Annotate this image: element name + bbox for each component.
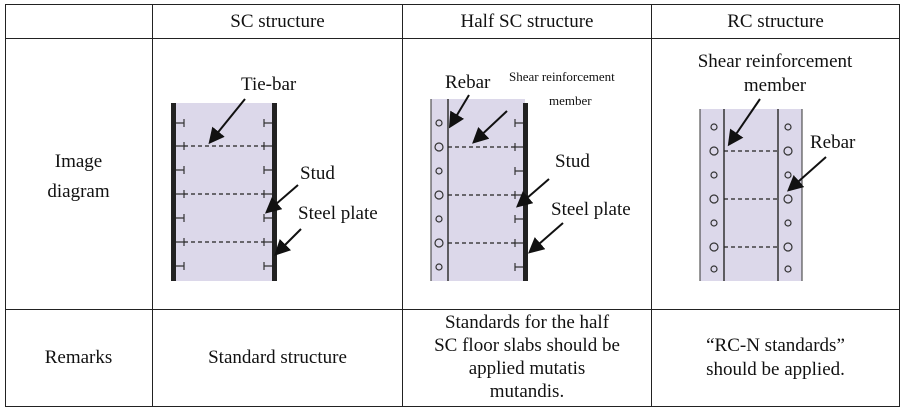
half-sc-label-steel-plate: Steel plate [551,199,631,220]
header-half-sc-structure: Half SC structure [460,11,594,32]
rc-label-rebar: Rebar [810,132,856,153]
remarks-half-sc: Standards for the half SC floor slabs sh… [403,311,651,403]
half-sc-arrow-stud [515,178,550,208]
sc-steel-plate-right [272,103,277,281]
rc-structure-diagram: Shear reinforcement member Rebar [698,51,856,281]
half-sc-arrow-steel-plate [527,222,564,254]
remarks-rc: “RC-N standards” should be applied. [652,334,899,382]
half-sc-structure-diagram: Rebar Shear reinforcement member Stud St… [430,69,631,281]
half-sc-label-rebar: Rebar [445,72,491,93]
remarks-rc-line2: should be applied. [706,359,845,380]
table-border-left [5,4,6,407]
rc-label-shear-line1: Shear reinforcement [698,51,853,72]
sc-arrow-stud [264,184,299,214]
rc-shear-members [724,150,778,248]
sc-arrow-tie-bar [208,98,246,145]
table-border-top [5,4,900,5]
comparison-table: SC structure Half SC structure RC struct… [5,4,900,407]
sc-steel-plate-left [171,103,176,281]
half-sc-arrow-shear [472,110,508,144]
rc-arrow-rebar [787,156,827,192]
header-rc-structure: RC structure [727,11,824,32]
remarks-rc-line1: “RC-N standards” [706,335,845,356]
column-divider-3 [651,4,652,407]
column-divider-2 [402,4,403,407]
half-sc-concrete-panel [431,99,525,281]
remarks-half-sc-line4: mutandis. [489,381,565,402]
sc-label-stud: Stud [300,163,335,184]
half-sc-steel-plate [523,103,528,281]
half-sc-label-shear-line2: member [549,93,592,108]
remarks-half-sc-line2: SC floor slabs should be [434,335,620,356]
half-sc-rebar-rings [434,119,444,271]
sc-arrow-steel-plate [274,228,302,256]
column-divider-1 [152,4,153,407]
remarks-half-sc-line1: Standards for the half [444,312,610,333]
header-row-divider [5,38,900,39]
image-row-divider [5,309,900,310]
sc-structure-diagram: Tie-bar Stud Steel plate [171,74,378,281]
remarks-sc: Standard structure [208,347,347,368]
sc-label-tie-bar: Tie-bar [241,74,297,95]
sc-tie-bars [184,145,264,243]
row-label-image-line1: Image [54,151,103,172]
sc-studs-left [176,119,185,270]
rc-concrete-panel [700,109,802,281]
half-sc-label-shear-line1: Shear reinforcement [509,69,615,84]
rc-label-shear-line2: member [744,75,807,96]
row-label-remarks: Remarks [44,347,113,368]
remarks-half-sc-line3: applied mutatis [468,358,586,379]
sc-concrete-panel [173,103,275,281]
half-sc-label-stud: Stud [555,151,590,172]
table-border-bottom [5,406,900,407]
row-label-image-line2: diagram [47,181,110,202]
sc-studs-right [263,119,272,270]
rc-rebar-rings-left [709,123,719,273]
sc-label-steel-plate: Steel plate [298,203,378,224]
table-border-right [899,4,900,407]
row-label-image-diagram: Image diagram [5,150,152,204]
header-sc-structure: SC structure [230,11,325,32]
half-sc-arrow-rebar [448,94,470,129]
rc-arrow-shear [727,98,761,147]
